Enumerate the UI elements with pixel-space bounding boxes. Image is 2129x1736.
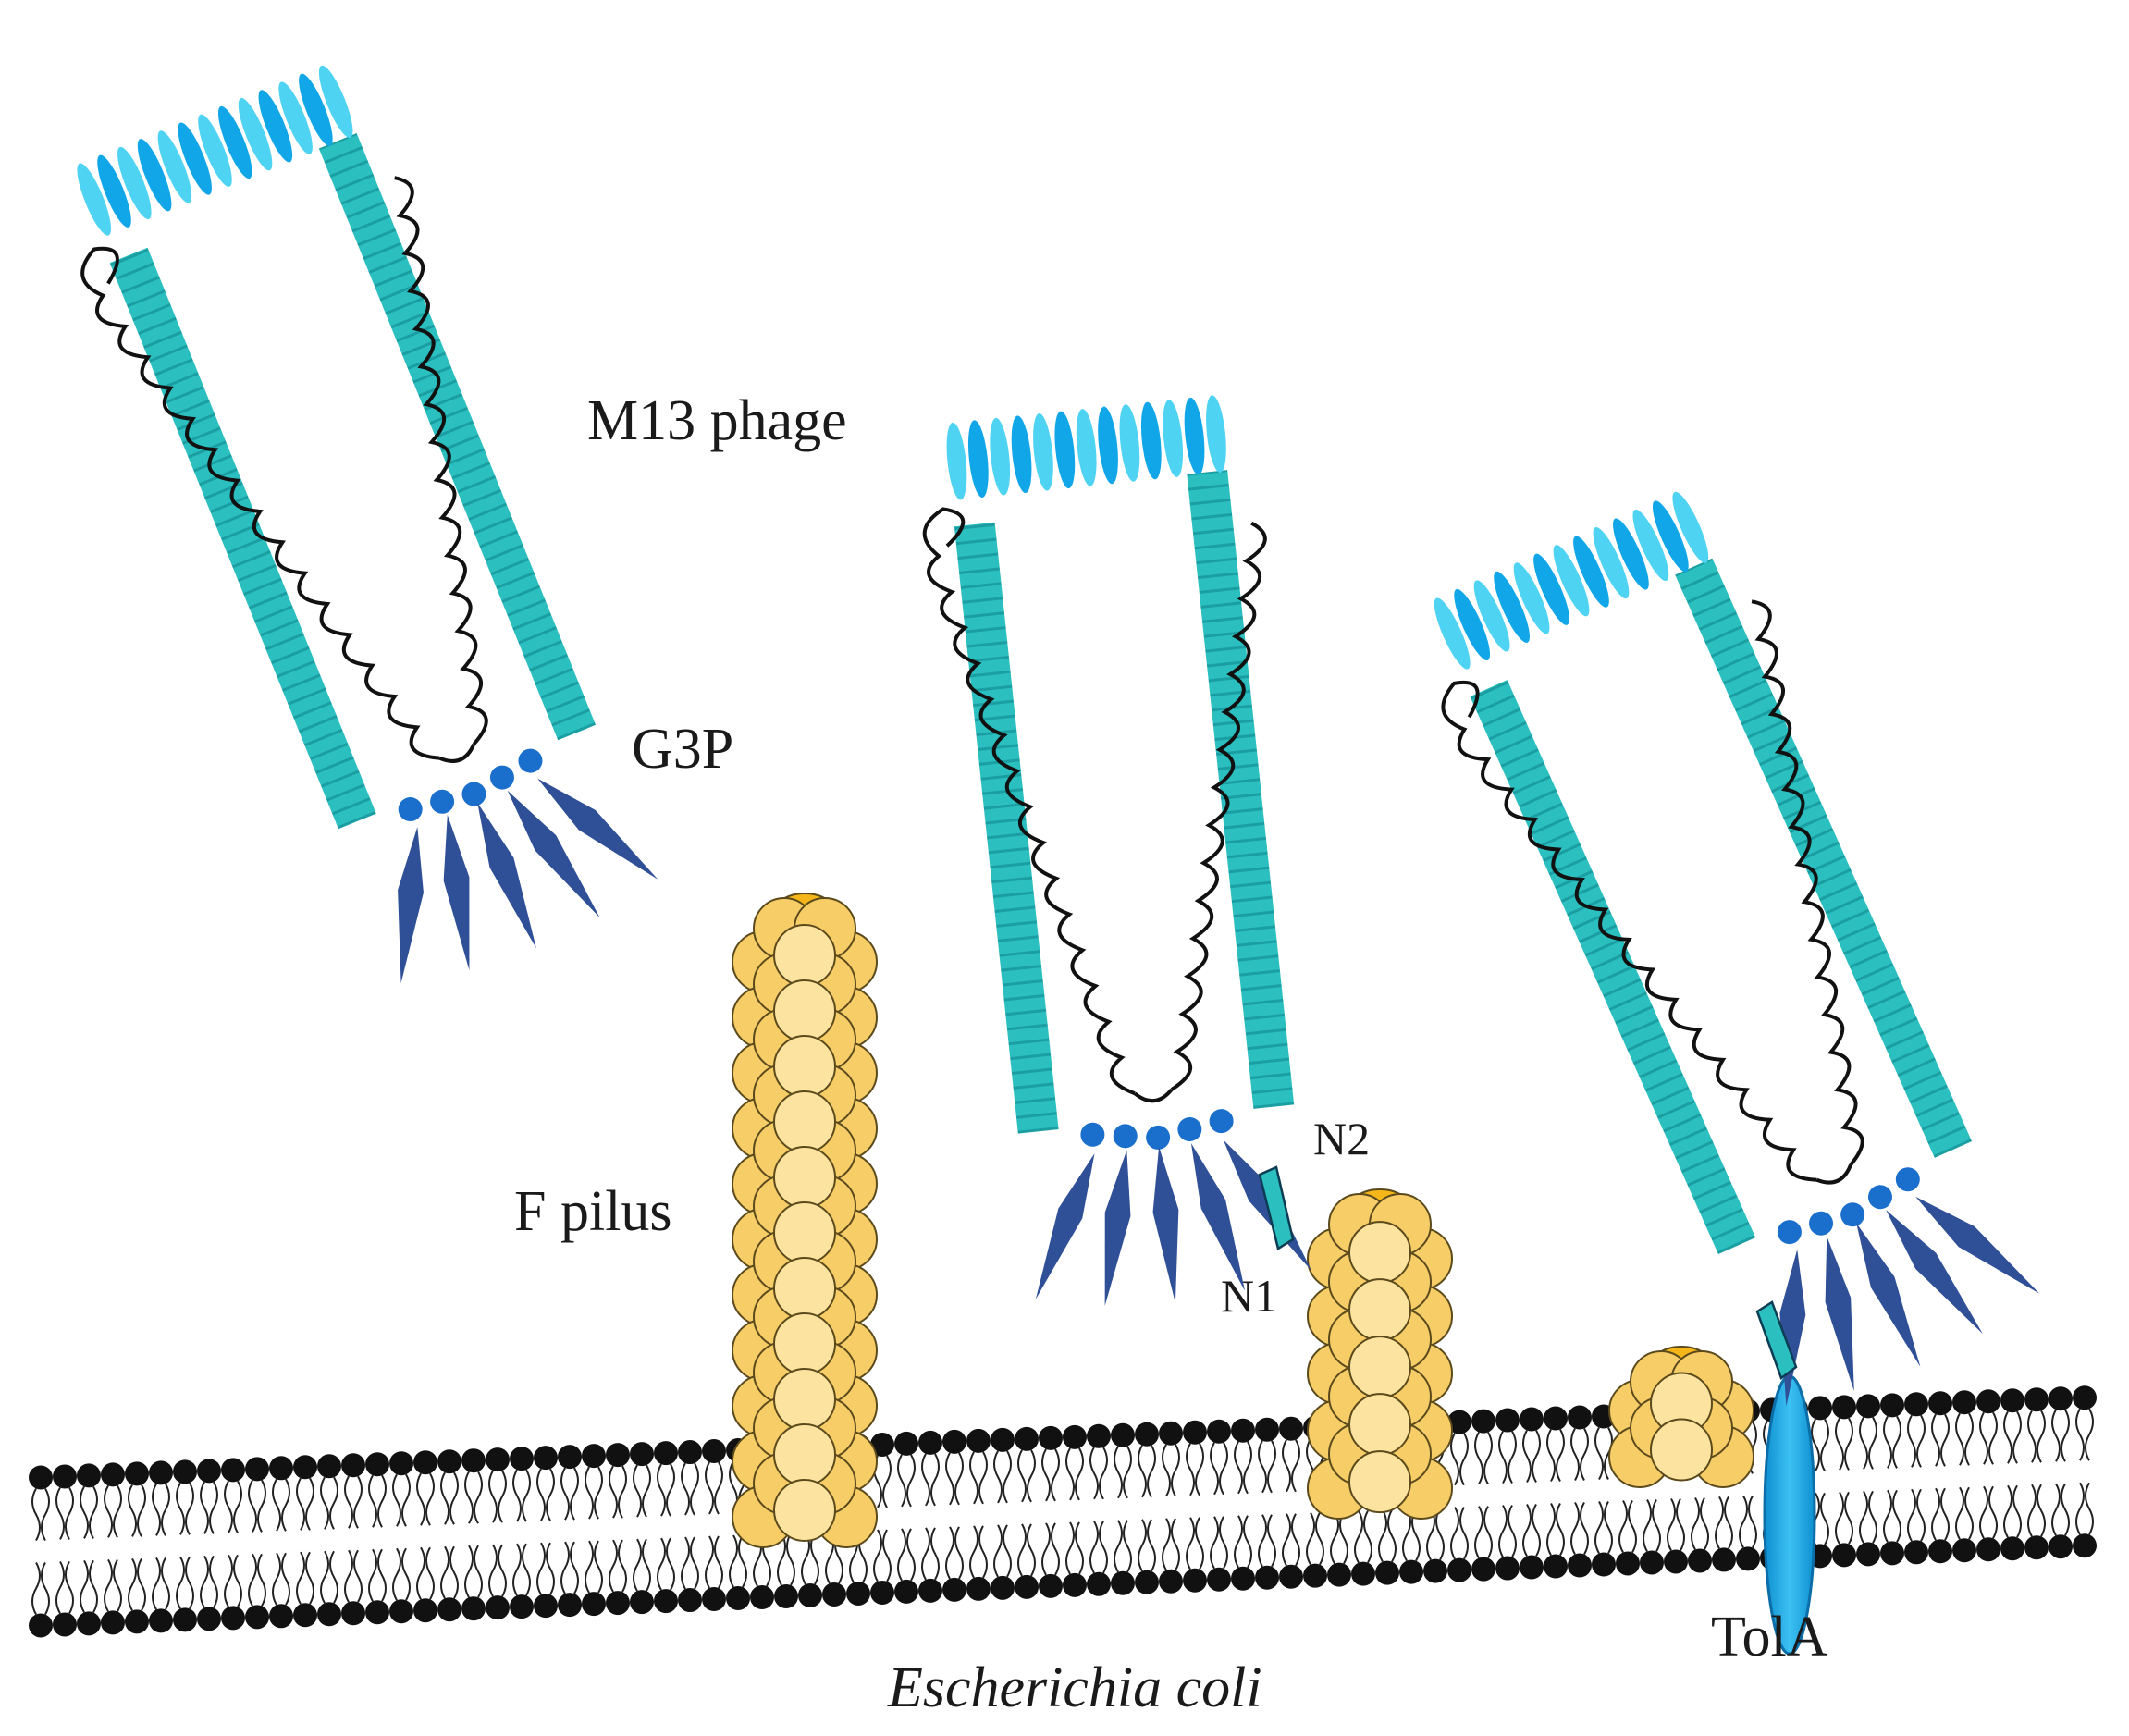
- n1-label: N1: [1221, 1270, 1277, 1322]
- g3p-n-domain-linker: [1258, 1165, 1295, 1250]
- g3p-n-domain-linker-tola: [1755, 1300, 1798, 1381]
- phage-tola-bound: [1434, 491, 2040, 1407]
- pilus-label: F pilus: [514, 1180, 672, 1243]
- phage-free: [77, 65, 658, 984]
- f-pilus-retracting: [1307, 1188, 1453, 1520]
- phage-label: M13 phage: [587, 389, 847, 452]
- tola-label: TolA: [1711, 1606, 1828, 1668]
- f-pilus: [732, 893, 878, 1548]
- f-pilus-retracted: [1608, 1346, 1754, 1488]
- g3p-label: G3P: [632, 718, 733, 781]
- n2-label: N2: [1313, 1113, 1370, 1164]
- organism-label: Escherichia coli: [887, 1656, 1262, 1719]
